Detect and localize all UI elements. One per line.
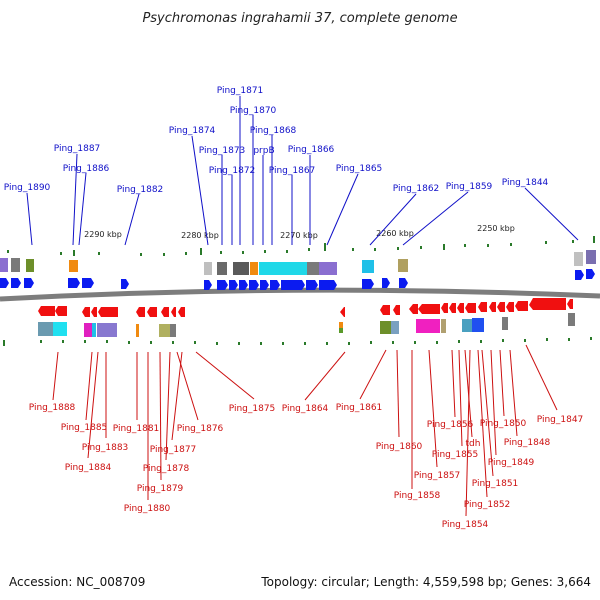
- gene-label: Ping_1874: [169, 126, 216, 136]
- gene-label: Ping_1870: [230, 106, 277, 116]
- gene-label: Ping_1859: [446, 182, 493, 192]
- gene-label: Ping_1860: [376, 442, 423, 452]
- gene-label: Ping_1865: [336, 164, 383, 174]
- gene-label: Ping_1884: [65, 463, 112, 473]
- scale-label: 2250 kbp: [477, 224, 515, 233]
- gene-label: Ping_1881: [113, 424, 160, 434]
- gene-label: Ping_1844: [502, 178, 549, 188]
- gene-label: Ping_1887: [54, 144, 101, 154]
- scale-label: 2280 kbp: [181, 231, 219, 240]
- gene-label: Ping_1875: [229, 404, 276, 414]
- gene-label: Ping_1879: [137, 484, 184, 494]
- gene-label: Ping_1854: [442, 520, 489, 530]
- gene-label: Ping_1866: [288, 145, 335, 155]
- scale-label: 2270 kbp: [280, 231, 318, 240]
- forward-genes: [0, 269, 595, 290]
- top-leader-lines: [26, 96, 579, 246]
- gene-label: Ping_1877: [150, 445, 197, 455]
- accession-label: Accession: NC_008709: [9, 575, 145, 589]
- gene-label: Ping_1882: [117, 185, 164, 195]
- gene-label: Ping_1861: [336, 403, 383, 413]
- gene-label: Ping_1880: [124, 504, 171, 514]
- gene-label: Ping_1888: [29, 403, 76, 413]
- gene-label: Ping_1883: [82, 443, 129, 453]
- genome-title: Psychromonas ingrahamii 37, complete gen…: [142, 11, 457, 26]
- bottom-leader-lines: [52, 344, 558, 517]
- gene-label: Ping_1848: [504, 438, 551, 448]
- top-labels: Ping_1871 Ping_1870 Ping_1874 Ping_1868 …: [4, 86, 549, 195]
- gene-label: Ping_1851: [472, 479, 519, 489]
- gene-label: tdh: [466, 439, 481, 449]
- gene-label: Ping_1867: [269, 166, 316, 176]
- gene-label: Ping_1862: [393, 184, 440, 194]
- gene-label: Ping_1890: [4, 183, 51, 193]
- gene-label: Ping_1855: [432, 450, 479, 460]
- gene-label: Ping_1885: [61, 423, 108, 433]
- gene-label: Ping_1876: [177, 424, 224, 434]
- gene-label: Ping_1873: [199, 146, 246, 156]
- gene-label: Ping_1856: [427, 420, 474, 430]
- gene-label: Ping_1850: [480, 419, 527, 429]
- gene-label: prpB: [253, 146, 274, 156]
- gene-label: Ping_1886: [63, 164, 110, 174]
- gene-label: Ping_1878: [143, 464, 190, 474]
- gene-label: Ping_1872: [209, 166, 256, 176]
- gene-label: Ping_1871: [217, 86, 264, 96]
- scale-label: 2290 kbp: [84, 230, 122, 239]
- gene-label: Ping_1857: [414, 471, 461, 481]
- gene-label: Ping_1847: [537, 415, 584, 425]
- scale-ticks: [3, 236, 595, 346]
- genome-summary: Topology: circular; Length: 4,559,598 bp…: [260, 575, 591, 589]
- scale-label: 2260 kbp: [376, 229, 414, 238]
- gene-label: Ping_1852: [464, 500, 511, 510]
- forward-annotation-blocks: [0, 250, 596, 275]
- reverse-annotation-blocks: [38, 313, 575, 337]
- bottom-labels: Ping_1888 Ping_1885 Ping_1883 Ping_1884 …: [29, 403, 584, 530]
- gene-label: Ping_1849: [488, 458, 535, 468]
- gene-label: Ping_1858: [394, 491, 441, 501]
- gene-label: Ping_1868: [250, 126, 297, 136]
- gene-label: Ping_1864: [282, 404, 329, 414]
- reverse-genes: [38, 298, 573, 317]
- genome-backbone: [0, 287, 600, 302]
